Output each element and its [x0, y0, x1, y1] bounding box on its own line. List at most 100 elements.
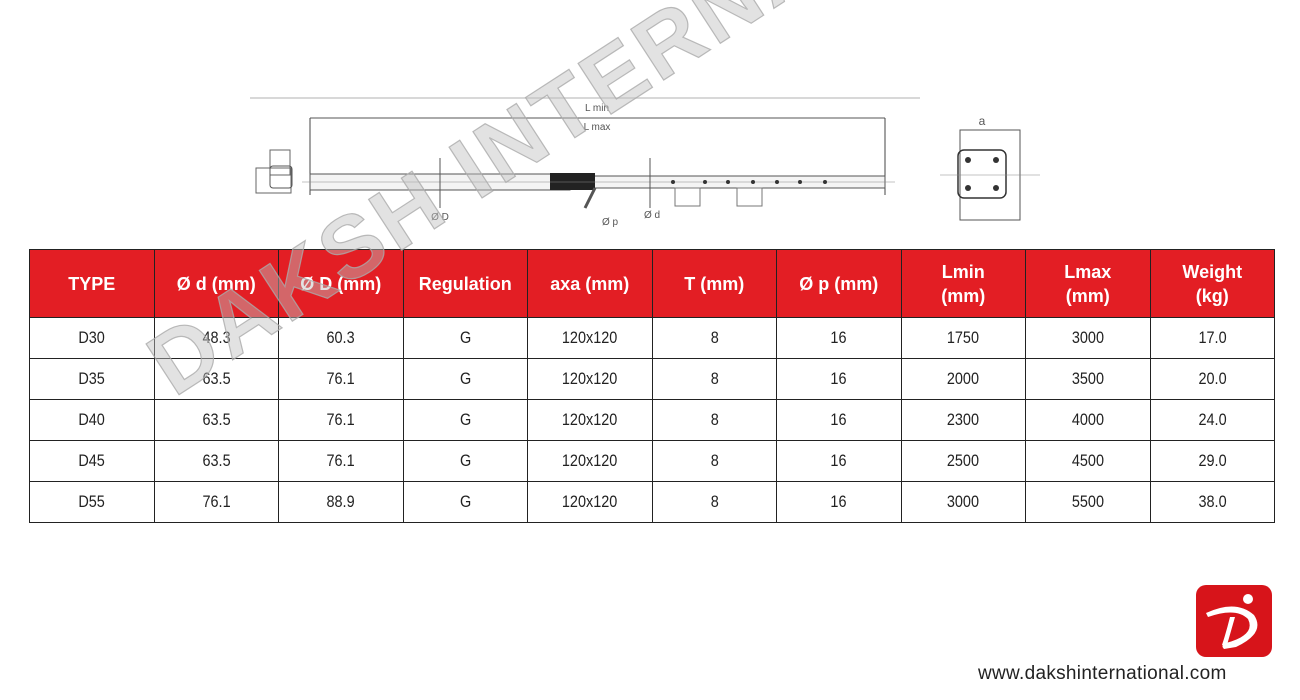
cell-text: 76.1	[326, 410, 355, 429]
lmin-label: L min	[585, 103, 609, 114]
column-header: Ø D (mm)	[278, 249, 404, 318]
cell-text: 63.5	[202, 410, 231, 429]
table-cell: 16	[776, 481, 902, 523]
table-cell: 16	[776, 358, 902, 400]
cell-text: 3500	[1071, 369, 1104, 388]
cell-text: 16	[830, 410, 847, 429]
cell-text: 8	[710, 328, 719, 347]
cell-text: 16	[830, 492, 847, 511]
od-label: Ø D	[431, 212, 449, 223]
cell-text: 3000	[947, 492, 980, 511]
plate-diagram: a	[940, 114, 1040, 221]
header-text: Weight	[1182, 261, 1243, 282]
table-cell: 76.1	[278, 399, 404, 441]
header-text: (kg)	[1195, 285, 1229, 306]
website-url[interactable]: www.dakshinternational.com	[978, 663, 1227, 684]
cell-text: 88.9	[326, 492, 355, 511]
table-cell: 76.1	[278, 440, 404, 482]
cell-text: 2300	[947, 410, 980, 429]
table-row: D45 63.5 76.1 G 120x120 8 16 2500 4500 29.0	[29, 440, 1275, 482]
cell-text: 120x120	[562, 369, 618, 388]
column-header: Lmin (mm)	[900, 249, 1026, 318]
header-text: T (mm)	[684, 273, 745, 294]
table-cell: 8	[651, 358, 777, 400]
header-text: Regulation	[418, 273, 512, 294]
cell-text: 20.0	[1198, 369, 1227, 388]
cell-text: G	[459, 451, 471, 470]
table-cell: G	[402, 481, 528, 523]
cell-text: 60.3	[326, 328, 355, 347]
header-text: (mm)	[1065, 285, 1110, 306]
header-text: axa (mm)	[550, 273, 630, 294]
cell-text: 48.3	[202, 328, 231, 347]
column-header: Weight (kg)	[1149, 249, 1275, 318]
cell-text: 38.0	[1198, 492, 1227, 511]
table-cell: 63.5	[153, 440, 279, 482]
cell-text: 8	[710, 492, 719, 511]
table-cell: 63.5	[153, 358, 279, 400]
table-cell: 120x120	[527, 317, 653, 359]
table-cell: D35	[29, 358, 155, 400]
cell-text: D55	[78, 492, 106, 511]
cell-text: 8	[710, 410, 719, 429]
column-header: TYPE	[29, 249, 155, 318]
cell-text: 16	[830, 451, 847, 470]
column-header: Ø p (mm)	[776, 249, 902, 318]
header-text: Lmax	[1064, 261, 1112, 282]
cell-text: 3000	[1071, 328, 1104, 347]
header-text: Lmin	[941, 261, 985, 282]
lmax-label: L max	[584, 122, 611, 133]
cell-text: 63.5	[202, 369, 231, 388]
header-text: TYPE	[68, 273, 116, 294]
cell-text: 29.0	[1198, 451, 1227, 470]
column-header: Regulation	[402, 249, 528, 318]
table-cell: D40	[29, 399, 155, 441]
cell-text: 17.0	[1198, 328, 1227, 347]
table-cell: D45	[29, 440, 155, 482]
table-cell: 2300	[900, 399, 1026, 441]
cell-text: 8	[710, 369, 719, 388]
table-cell: 88.9	[278, 481, 404, 523]
table-cell: 16	[776, 317, 902, 359]
table-cell: 4000	[1025, 399, 1151, 441]
cell-text: 16	[830, 328, 847, 347]
cell-text: 76.1	[202, 492, 231, 511]
cell-text: 8	[710, 451, 719, 470]
cell-text: 2000	[947, 369, 980, 388]
cell-text: D45	[78, 451, 106, 470]
table-cell: 17.0	[1149, 317, 1275, 359]
cell-text: 4500	[1071, 451, 1104, 470]
table-cell: 2000	[900, 358, 1026, 400]
table-cell: 4500	[1025, 440, 1151, 482]
daksh-logo-icon	[1206, 594, 1258, 649]
table-cell: 63.5	[153, 399, 279, 441]
table-cell: 29.0	[1149, 440, 1275, 482]
table-cell: 38.0	[1149, 481, 1275, 523]
table-cell: 120x120	[527, 440, 653, 482]
table-cell: 5500	[1025, 481, 1151, 523]
column-header: Lmax (mm)	[1025, 249, 1151, 318]
cell-text: 76.1	[326, 451, 355, 470]
table-cell: 20.0	[1149, 358, 1275, 400]
cell-text: 76.1	[326, 369, 355, 388]
cell-text: D40	[78, 410, 106, 429]
header-text: Ø D (mm)	[300, 273, 382, 294]
cell-text: 4000	[1071, 410, 1104, 429]
a-label: a	[979, 114, 986, 128]
table-cell: 8	[651, 440, 777, 482]
cell-text: G	[459, 492, 471, 511]
column-header: T (mm)	[651, 249, 777, 318]
header-text: (mm)	[941, 285, 986, 306]
cell-text: 24.0	[1198, 410, 1227, 429]
table-cell: 120x120	[527, 481, 653, 523]
cell-text: 120x120	[562, 410, 618, 429]
table-cell: 48.3	[153, 317, 279, 359]
column-header: axa (mm)	[527, 249, 653, 318]
table-cell: 2500	[900, 440, 1026, 482]
header-text: Ø p (mm)	[799, 273, 879, 294]
cell-text: 2500	[947, 451, 980, 470]
